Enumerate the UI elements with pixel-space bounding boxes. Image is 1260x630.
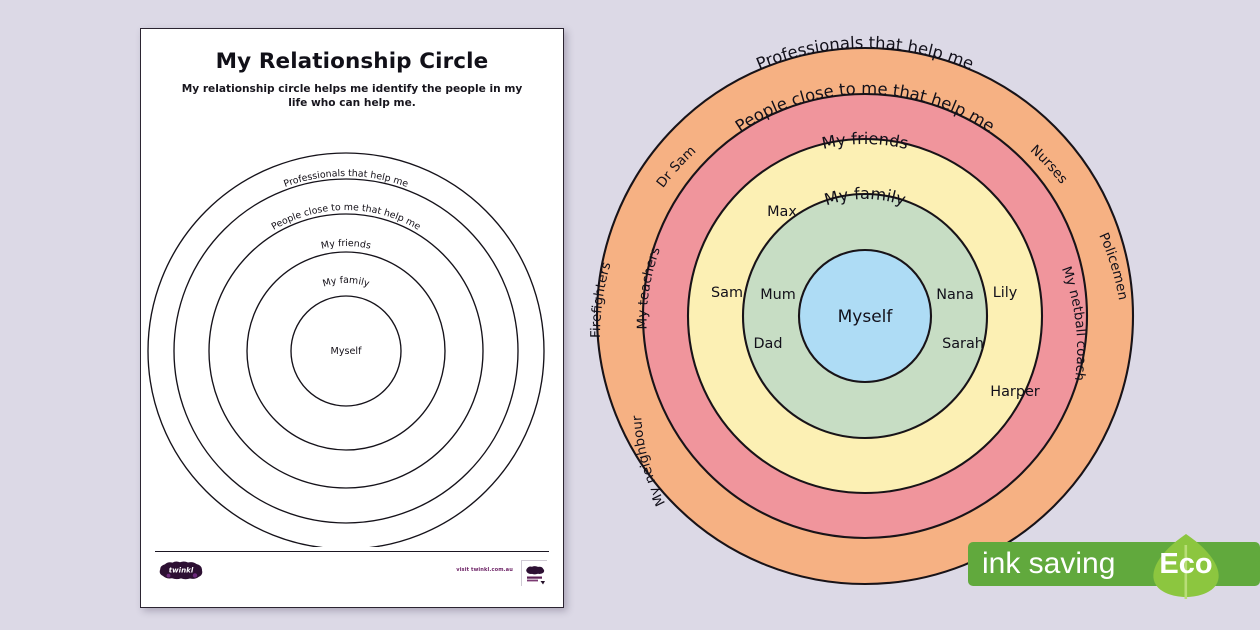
color-ring-1-label: Myself [838, 307, 894, 327]
color-entry-lily: Lily [993, 285, 1018, 301]
ink-saving-eco-badge: ink saving Eco [968, 533, 1260, 599]
worksheet-ring-2 [246, 251, 446, 451]
worksheet-ring-1 [290, 295, 402, 407]
color-entry-harper: Harper [990, 384, 1040, 400]
worksheet-ring-4-label: People close to me that help me [270, 202, 423, 233]
color-entry-mum: Mum [760, 287, 796, 303]
worksheet-ring-3-label: My friends [320, 238, 372, 252]
color-ring-1-shape [797, 248, 933, 384]
color-entry-sam: Sam [711, 285, 743, 301]
twinkl-logo: twinkl [159, 561, 204, 580]
worksheet-ring-2-label: My family [321, 275, 371, 290]
worksheet-ring-5 [147, 152, 545, 547]
footer-url-text[interactable]: visit twinkl.com.au [456, 567, 513, 573]
svg-text:twinkl: twinkl [169, 566, 194, 575]
worksheet-ring-1-label: Myself [331, 346, 363, 357]
color-entry-dad: Dad [753, 336, 782, 352]
color-entry-sarah: Sarah [942, 336, 984, 352]
page-subtitle: My relationship circle helps me identify… [181, 83, 523, 110]
color-entry-max: Max [767, 204, 797, 220]
eco-badge-leaf-text: Eco [1159, 548, 1212, 580]
worksheet-page: My Relationship Circle My relationship c… [140, 28, 564, 608]
worksheet-ring-4 [173, 178, 519, 524]
eco-badge-text: ink saving [982, 547, 1115, 580]
worksheet-footer: twinkl visit twinkl.com.au [155, 551, 549, 591]
filled-relationship-circle-diagram: Professionals that help me People close … [585, 18, 1150, 588]
qr-code-icon [521, 560, 548, 587]
worksheet-ring-3 [208, 213, 484, 489]
worksheet-ring-5-label: Professionals that help me [282, 168, 409, 190]
color-entry-nana: Nana [936, 287, 974, 303]
page-title: My Relationship Circle [215, 49, 489, 74]
blank-relationship-circle-diagram: Professionals that help me People close … [141, 127, 565, 547]
